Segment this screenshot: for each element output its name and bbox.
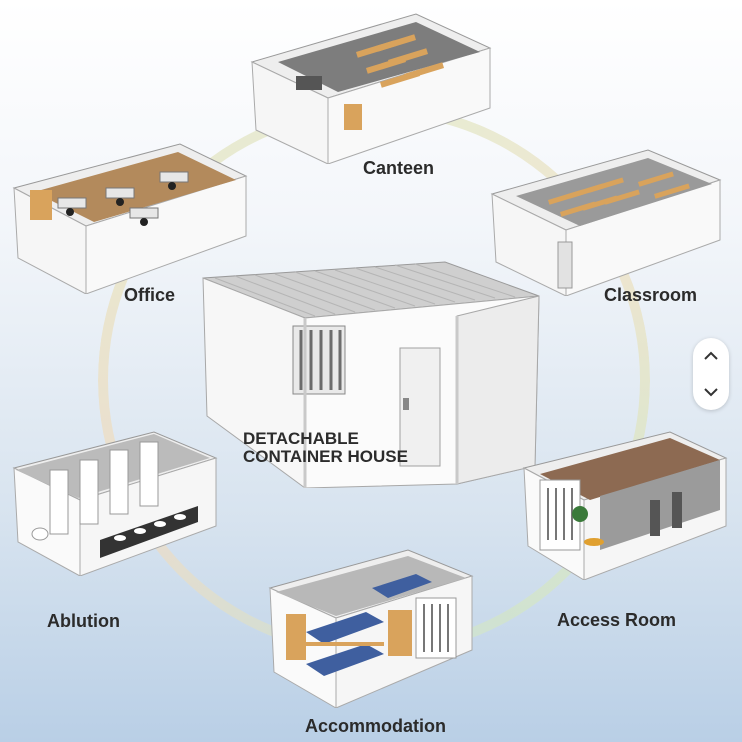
classroom-label: Classroom	[604, 285, 698, 305]
access-room-illustration	[522, 431, 728, 580]
center-title-line2: CONTAINER HOUSE	[243, 447, 408, 466]
canteen-illustration	[250, 13, 492, 164]
canteen-label: Canteen	[363, 158, 435, 178]
access-room-label: Access Room	[557, 610, 677, 630]
container-house-illustration	[202, 261, 540, 488]
office-illustration	[12, 143, 248, 294]
scroll-control	[693, 338, 729, 410]
chevron-up-icon	[704, 351, 718, 360]
chevron-down-icon	[704, 388, 718, 397]
classroom-illustration	[490, 149, 722, 296]
center-title: DETACHABLE CONTAINER HOUSE	[243, 430, 408, 466]
center-title-line1: DETACHABLE	[243, 429, 359, 448]
ablution-label: Ablution	[47, 611, 120, 631]
office-label: Office	[124, 285, 176, 305]
scroll-down-button[interactable]	[693, 374, 729, 410]
accommodation-label: Accommodation	[305, 716, 447, 736]
accommodation-illustration	[268, 549, 474, 708]
scroll-up-button[interactable]	[693, 338, 729, 374]
ablution-illustration	[12, 431, 218, 576]
